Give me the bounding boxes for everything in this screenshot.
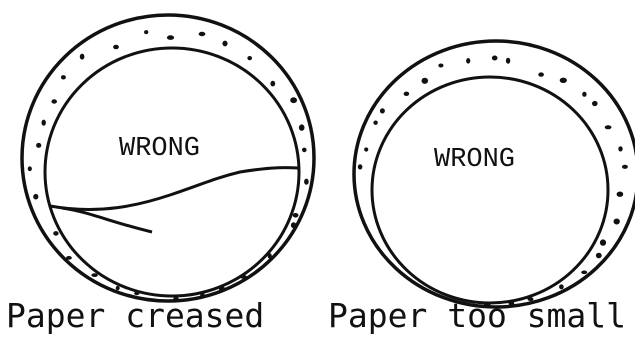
speckle-dot	[28, 166, 32, 171]
speckle-dot	[219, 286, 225, 292]
speckle-dot	[559, 284, 564, 289]
speckle-dot	[380, 108, 385, 113]
speckle-dot	[600, 239, 606, 245]
speckle-dot	[581, 271, 587, 275]
paper-inner-circle	[45, 48, 299, 296]
paper-inner-circle	[372, 77, 608, 303]
speckle-dot	[582, 92, 586, 97]
wrong-label: WRONG	[119, 134, 200, 164]
speckle-dot	[293, 213, 299, 218]
speckle-dot	[291, 222, 296, 228]
speckle-dot	[605, 125, 612, 129]
speckle-dot	[80, 54, 85, 60]
speckle-dot	[91, 273, 97, 277]
speckle-dot	[42, 120, 46, 126]
speckle-dot	[373, 121, 377, 125]
speckle-dot	[617, 192, 624, 197]
speckle-dot	[33, 194, 38, 200]
speckle-dot	[596, 253, 602, 259]
speckle-dot	[222, 41, 227, 47]
speckle-dot	[364, 147, 368, 151]
speckle-dot	[61, 75, 66, 79]
speckle-dot	[116, 286, 120, 290]
speckle-dot	[438, 64, 443, 68]
speckle-dot	[506, 58, 510, 64]
speckle-dot	[51, 99, 57, 103]
speckle-dot	[422, 78, 429, 84]
speckle-dot	[247, 56, 252, 60]
caption-paper-creased: Paper creased	[6, 296, 264, 335]
wrong-label: WRONG	[434, 145, 515, 175]
speckle-dot	[144, 30, 148, 34]
speckle-dot	[36, 143, 41, 148]
speckle-dot	[302, 148, 307, 153]
speckle-dot	[53, 231, 58, 236]
speckle-dot	[622, 165, 628, 169]
speckle-dot	[240, 275, 247, 279]
speckle-dot	[592, 101, 598, 106]
speckle-dot	[134, 292, 139, 296]
speckle-dot	[290, 97, 297, 103]
caption-paper-too-small: Paper too small	[328, 296, 626, 335]
small-paper-figure: WRONG	[354, 41, 635, 307]
speckle-dot	[66, 256, 72, 260]
speckle-dot	[268, 253, 272, 259]
speckle-dot	[538, 72, 544, 76]
speckle-dot	[358, 164, 363, 169]
speckle-dot	[270, 81, 275, 87]
crease-line-branch	[62, 208, 152, 232]
crease-line	[50, 168, 298, 210]
speckle-dot	[618, 146, 622, 151]
speckle-dot	[113, 45, 119, 50]
speckle-dot	[492, 56, 498, 61]
speckle-dot	[560, 78, 567, 83]
speckle-dot	[304, 179, 309, 185]
speckle-dot	[167, 35, 174, 40]
creased-paper-figure: WRONG	[22, 15, 314, 302]
speckle-dot	[466, 58, 470, 64]
speckle-dot	[199, 32, 206, 36]
speckle-dot	[404, 92, 410, 96]
speckle-dot	[614, 219, 620, 225]
speckle-dot	[299, 124, 305, 130]
